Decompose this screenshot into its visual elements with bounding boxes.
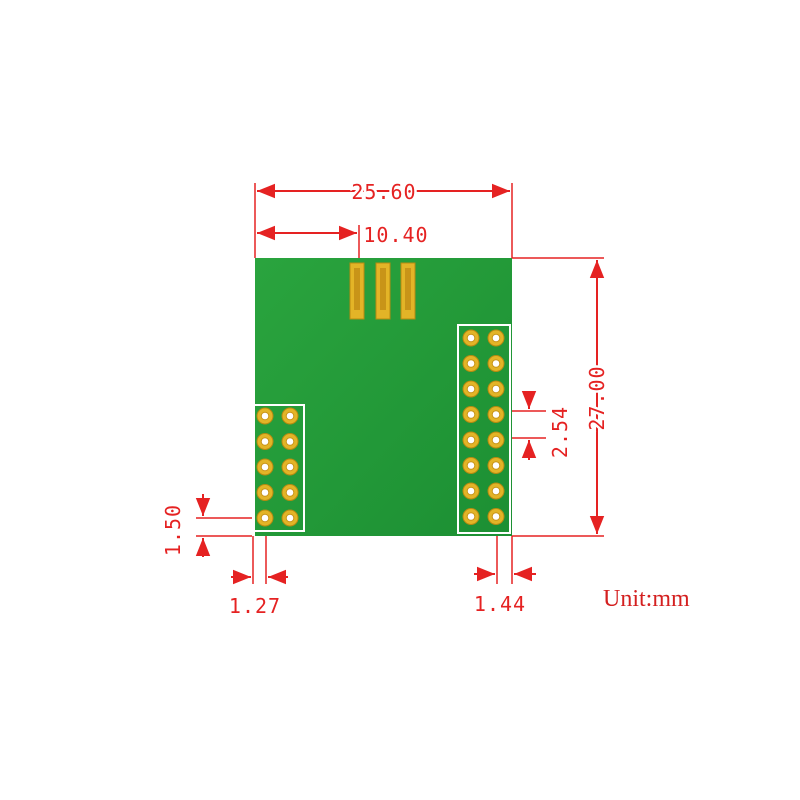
- unit-label: Unit:mm: [603, 586, 690, 612]
- label-edge-offset-left: 1.27: [229, 594, 281, 618]
- label-width-antenna: 10.40: [363, 223, 428, 247]
- pin-hole: [260, 411, 270, 421]
- label-height-total: 27.00: [585, 365, 609, 430]
- pin-hole: [466, 384, 476, 394]
- pin-hole: [260, 437, 270, 446]
- pin-hole: [466, 512, 476, 521]
- left-header-outline: [251, 404, 305, 532]
- pin-hole: [466, 333, 476, 343]
- pin-hole: [466, 359, 476, 368]
- pin-hole: [260, 513, 270, 523]
- antenna-pads: [349, 262, 416, 320]
- label-pin-pitch: 2.54: [548, 406, 572, 458]
- pin-hole: [285, 513, 295, 523]
- pin-hole: [491, 435, 501, 445]
- pin-hole: [466, 410, 476, 419]
- pin-hole: [491, 486, 501, 496]
- extension-lines: [196, 183, 604, 584]
- pin-hole: [491, 333, 501, 343]
- pin-hole: [491, 359, 501, 368]
- pin-hole: [285, 437, 295, 446]
- label-width-total: 25.60: [351, 180, 416, 204]
- pin-hole: [285, 462, 295, 472]
- left-header-pins: [256, 407, 299, 527]
- pin-hole: [491, 384, 501, 394]
- pin-hole: [285, 488, 295, 497]
- label-edge-offset-vertical: 1.50: [161, 504, 185, 556]
- pin-hole: [491, 512, 501, 521]
- pin-hole: [466, 435, 476, 445]
- pin-hole: [260, 488, 270, 497]
- label-edge-offset-right: 1.44: [474, 592, 526, 616]
- pin-hole: [260, 462, 270, 472]
- pin-hole: [491, 410, 501, 419]
- pin-hole: [491, 461, 501, 470]
- pin-hole: [285, 411, 295, 421]
- right-header-outline: [457, 324, 511, 534]
- right-header-pins: [462, 329, 505, 525]
- pin-hole: [466, 461, 476, 470]
- pin-hole: [466, 486, 476, 496]
